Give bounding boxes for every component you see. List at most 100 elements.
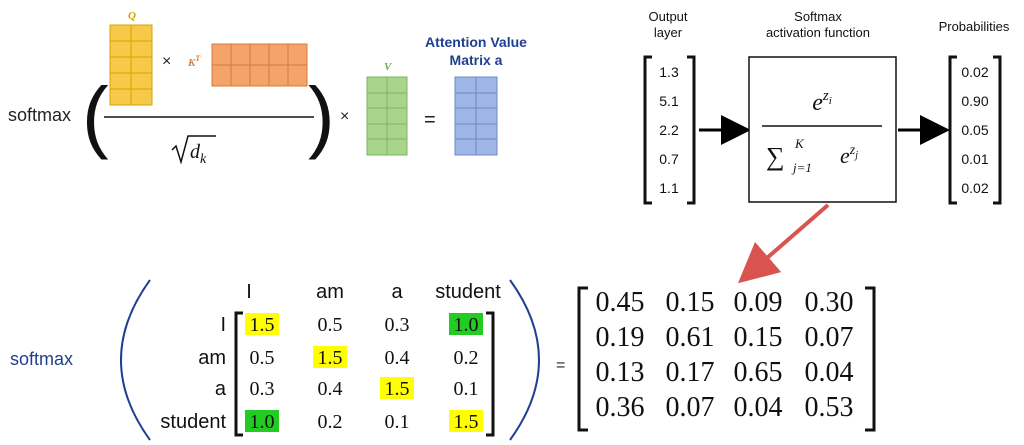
input-vector: 1.35.12.20.71.1 xyxy=(659,64,679,196)
row-header: I xyxy=(220,314,226,336)
result-cell: 0.65 xyxy=(734,357,783,388)
times-symbol-1: × xyxy=(162,53,171,70)
probabilities-label: Probabilities xyxy=(939,19,1010,34)
softmax-label-2: activation function xyxy=(766,25,870,40)
softmax-box xyxy=(748,56,897,203)
equals-symbol-bottom: = xyxy=(556,357,565,374)
output-value: 0.01 xyxy=(961,151,988,167)
result-cell: 0.45 xyxy=(596,287,645,318)
times-symbol-2: × xyxy=(340,108,349,125)
result-cell: 0.13 xyxy=(596,357,645,388)
softmax-function-diagram: Output layer Softmax activation function… xyxy=(643,9,1010,205)
attention-title-line2: Matrix a xyxy=(450,52,503,68)
score-cell: 1.5 xyxy=(250,314,275,336)
column-header: student xyxy=(435,281,501,303)
score-cell: 0.1 xyxy=(454,378,479,400)
result-cell: 0.07 xyxy=(666,392,715,423)
result-cell: 0.15 xyxy=(734,322,783,353)
result-cell: 0.30 xyxy=(805,287,854,318)
score-matrix: 1.5 0.5 0.3 1.0 0.5 1.5 0.4 0.2 0.3 0.4 1.5 0.1 1.0 0… xyxy=(245,313,483,433)
output-bracket-left xyxy=(948,55,957,205)
score-cell: 1.5 xyxy=(318,347,343,369)
score-cell: 0.1 xyxy=(385,411,410,433)
sqrt-dk: dk xyxy=(171,135,216,167)
attention-formula: softmax ( ) Q × KT dk xyxy=(8,10,527,167)
svg-text:ezj: ezj xyxy=(840,143,858,168)
output-value: 0.02 xyxy=(961,180,988,196)
output-value: 0.05 xyxy=(961,122,988,138)
right-paren: ) xyxy=(308,71,335,160)
result-cell: 0.09 xyxy=(734,287,783,318)
score-cell: 1.5 xyxy=(454,411,479,433)
v-label: V xyxy=(384,61,393,73)
input-value: 0.7 xyxy=(659,151,679,167)
q-label: Q xyxy=(128,10,136,22)
result-bracket-right xyxy=(865,286,876,432)
output-layer-label-2: layer xyxy=(654,25,683,40)
v-matrix xyxy=(366,76,408,156)
curved-paren-right xyxy=(509,279,540,441)
input-value: 5.1 xyxy=(659,93,679,109)
score-bracket-left xyxy=(234,311,243,437)
cell-highlight xyxy=(245,313,279,335)
score-cell: 0.4 xyxy=(385,347,410,369)
attention-matrix xyxy=(454,76,498,156)
result-cell: 0.53 xyxy=(805,392,854,423)
score-cell: 0.4 xyxy=(318,378,343,400)
input-value: 1.3 xyxy=(659,64,679,80)
score-cell: 0.5 xyxy=(318,314,343,336)
result-cell: 0.04 xyxy=(805,357,854,388)
score-cell: 1.0 xyxy=(250,411,275,433)
score-cell: 0.3 xyxy=(385,314,410,336)
q-matrix xyxy=(109,24,153,106)
result-matrix: 0.45 0.15 0.09 0.30 0.19 0.61 0.15 0.07 0.13 0.17… xyxy=(596,287,854,423)
result-cell: 0.15 xyxy=(666,287,715,318)
kt-label: KT xyxy=(187,54,201,69)
left-paren: ( xyxy=(82,71,109,160)
softmax-label-1: Softmax xyxy=(794,9,842,24)
cell-highlight xyxy=(313,346,347,368)
result-cell: 0.07 xyxy=(805,322,854,353)
output-vector: 0.020.900.050.010.02 xyxy=(961,64,988,196)
row-header: student xyxy=(160,411,226,433)
result-bracket-left xyxy=(577,286,588,432)
score-bracket-right xyxy=(486,311,495,437)
output-layer-label-1: Output xyxy=(648,9,687,24)
result-cell: 0.61 xyxy=(666,322,715,353)
kt-matrix xyxy=(211,43,308,87)
result-cell: 0.19 xyxy=(596,322,645,353)
svg-text:∑: ∑ xyxy=(766,142,785,171)
cell-highlight xyxy=(380,377,414,399)
curved-paren-left xyxy=(120,279,151,441)
softmax-label-top: softmax xyxy=(8,105,71,125)
cell-highlight xyxy=(245,410,279,432)
score-cell: 0.2 xyxy=(454,347,479,369)
softmax-label-bottom: softmax xyxy=(10,349,73,369)
svg-text:j=1: j=1 xyxy=(791,160,812,175)
svg-text:K: K xyxy=(794,136,805,151)
output-bracket-right xyxy=(993,55,1002,205)
score-cell: 0.3 xyxy=(250,378,275,400)
row-header: am xyxy=(198,347,226,369)
score-cell: 0.5 xyxy=(250,347,275,369)
dk-label: dk xyxy=(190,141,207,167)
numerator: ezi xyxy=(812,88,832,116)
result-cell: 0.36 xyxy=(596,392,645,423)
score-cell: 0.2 xyxy=(318,411,343,433)
score-cell: 1.5 xyxy=(385,378,410,400)
cell-highlight xyxy=(449,410,483,432)
column-header: a xyxy=(391,281,403,303)
equals-symbol-top: = xyxy=(424,109,436,131)
input-value: 2.2 xyxy=(659,122,679,138)
red-arrow xyxy=(737,203,830,284)
result-cell: 0.17 xyxy=(666,357,715,388)
column-header: I xyxy=(246,281,252,303)
score-cell: 1.0 xyxy=(454,314,479,336)
attention-title-line1: Attention Value xyxy=(425,34,527,50)
result-cell: 0.04 xyxy=(734,392,783,423)
output-value: 0.02 xyxy=(961,64,988,80)
